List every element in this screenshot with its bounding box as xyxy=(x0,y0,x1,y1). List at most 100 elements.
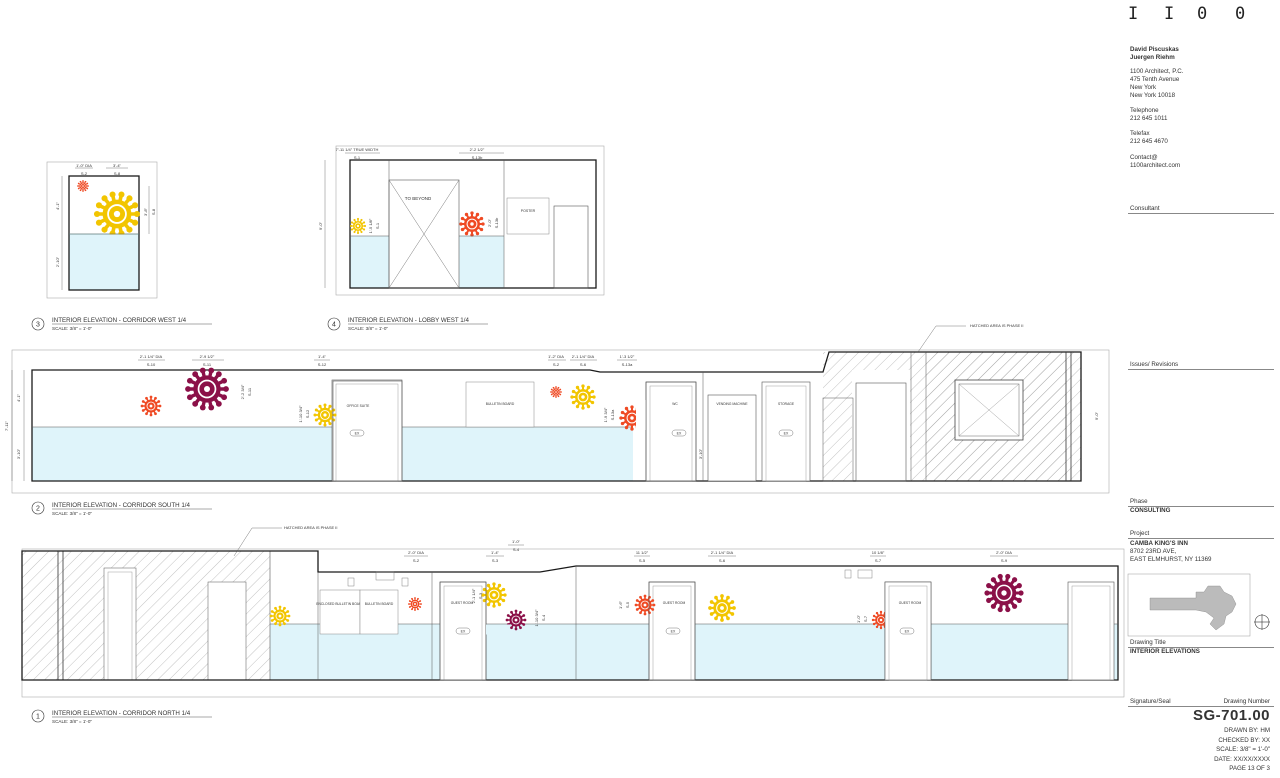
sun-ray-tip xyxy=(360,218,363,222)
sun-ray-tip xyxy=(154,412,157,416)
elevation-tag xyxy=(31,709,45,723)
sun-core xyxy=(492,593,496,597)
dim-text: 3'-10" xyxy=(16,448,21,459)
sun-ray-tip xyxy=(158,404,162,408)
key-plan-frame xyxy=(1127,573,1251,637)
bulletin-board xyxy=(359,589,399,635)
sun-ray-tip xyxy=(550,393,553,396)
sun-graphic-yellow xyxy=(269,605,291,627)
exit-sign xyxy=(671,429,687,437)
door-phase-ii xyxy=(855,382,907,482)
wall-outline xyxy=(68,175,140,291)
sun-ray-tip xyxy=(79,180,82,183)
sheet-frame xyxy=(335,145,605,296)
elevation-tag xyxy=(31,501,45,515)
phase-note: HATCHED AREA IS PHASE II xyxy=(284,525,338,530)
logo-letter: I xyxy=(1128,4,1139,24)
sun-graphic-yellow xyxy=(708,594,736,622)
door xyxy=(553,205,589,289)
sun-ray-tip xyxy=(1011,603,1018,609)
sun-ring xyxy=(80,183,86,189)
sun-ray-tip xyxy=(270,610,274,613)
sun-ray-tip xyxy=(571,389,576,394)
project-address: 8702 23RD AVE, EAST ELMHURST, NY 11369 xyxy=(1130,548,1212,564)
sun-graphic-maroon-large xyxy=(984,573,1024,613)
dim-tag: S-5 xyxy=(625,601,630,608)
sun-ring xyxy=(354,222,362,230)
door-label: OFFICE SUITE xyxy=(347,404,371,408)
address-line: 1100 Architect, P.C. xyxy=(1130,68,1184,75)
door-office-suite-front xyxy=(332,380,403,482)
contact-label: Contact@ xyxy=(1130,154,1158,161)
sun-core xyxy=(414,603,416,605)
sun-ray-tip xyxy=(84,180,87,183)
dim-text: 4'-1" xyxy=(55,201,60,210)
dim-text: 1'-10 3/4" xyxy=(534,609,539,626)
sun-ray-tip xyxy=(708,606,712,610)
elevation-number: 1 xyxy=(36,714,40,721)
dim-tag: S-2 xyxy=(413,558,420,563)
sun-core xyxy=(643,603,647,607)
dim-tag: S-2 xyxy=(553,362,560,367)
dim-tag: S-3 xyxy=(478,592,483,599)
dim-tag: S-13b xyxy=(494,217,499,228)
dim-text: 1'-3 1/2" xyxy=(620,354,635,359)
key-plan-building xyxy=(1149,585,1237,631)
elevation-number: 2 xyxy=(36,506,40,513)
sun-ray-tip xyxy=(559,393,562,396)
sun-graphic-orange xyxy=(634,594,656,616)
dim-text: 3'-10" xyxy=(698,448,703,459)
elevation-scale: SCALE: 3/8" = 1'-0" xyxy=(348,326,388,331)
sun-ray-tip xyxy=(1005,606,1011,613)
telephone-block: Telephone 212 645 1011 xyxy=(1130,107,1167,123)
sun-ray-tip xyxy=(318,404,322,408)
page-count: PAGE 13 OF 3 xyxy=(1229,765,1270,772)
sun-ray-tip xyxy=(492,582,496,586)
divider xyxy=(1128,213,1274,214)
sun-ray-tip xyxy=(414,609,416,611)
switch-plate xyxy=(401,577,409,587)
dim-tag: S-1 xyxy=(354,155,361,160)
sun-ray-tip xyxy=(221,394,228,401)
sun-ray-tip xyxy=(872,614,876,618)
sun-ray-tip xyxy=(1016,583,1022,589)
dim-text: 1'-9 3/4" xyxy=(603,407,608,422)
dim-text: 1'-4" xyxy=(318,354,327,359)
sun-ray-tip xyxy=(501,598,506,603)
dim-text: 1'-2" DIA xyxy=(548,354,564,359)
sun-core xyxy=(630,416,634,420)
divider xyxy=(1128,538,1274,539)
issues-label: Issues/ Revisions xyxy=(1130,361,1179,368)
dim-tag: S-11 xyxy=(203,362,212,367)
sun-ray-tip xyxy=(109,191,116,198)
wall-outline xyxy=(349,159,597,289)
sun-ray-tip xyxy=(149,395,153,399)
sun-ring xyxy=(488,589,500,601)
sun-ray-tip xyxy=(274,606,277,610)
sun-ray-tip xyxy=(581,384,585,388)
elevation-scale: SCALE: 3/8" = 1'-0" xyxy=(52,719,92,724)
sun-ray-tip xyxy=(314,408,318,412)
sun-ray-tip xyxy=(332,418,336,422)
principal-name: Juergen Riehm xyxy=(1130,54,1175,61)
opening-label: TO BEYOND xyxy=(405,196,432,201)
hatch-gap xyxy=(852,370,910,481)
sun-ray-tip xyxy=(363,224,367,228)
door-phase-ii xyxy=(103,567,137,681)
leader-line xyxy=(917,325,937,353)
sun-ray-tip xyxy=(475,212,480,217)
drawing-meta: DRAWN BY: HM CHECKED BY: XX SCALE: 3/8" … xyxy=(1170,726,1270,774)
sun-ray-tip xyxy=(581,406,585,410)
dim-text: 1'-0" DIA xyxy=(76,163,92,168)
dim-text: 2'-1 1/4" DIA xyxy=(711,550,734,555)
sun-ray-tip xyxy=(630,427,634,431)
elevation-title: INTERIOR ELEVATION - CORRIDOR NORTH 1/4 xyxy=(52,710,191,717)
dim-tag: S-13a xyxy=(622,362,633,367)
sun-ray-tip xyxy=(648,611,651,615)
sun-ray-tip xyxy=(283,606,286,610)
sun-ray-tip xyxy=(523,618,527,622)
sun-ray-tip xyxy=(278,623,282,627)
sun-ray-tip xyxy=(709,600,714,604)
vending-machine xyxy=(707,394,757,482)
